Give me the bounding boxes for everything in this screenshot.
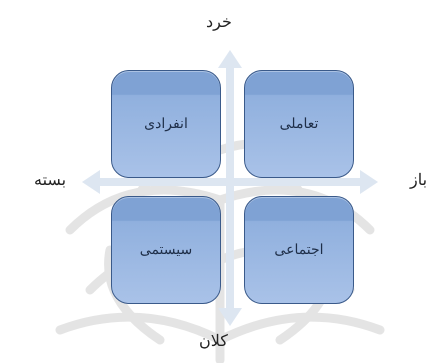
horizontal-axis-bar bbox=[96, 178, 364, 186]
axis-label-top: خرد bbox=[206, 12, 232, 31]
quadrant-label: اجتماعی bbox=[274, 242, 324, 258]
axis-label-right: باز bbox=[410, 170, 428, 189]
arrow-down-icon bbox=[218, 308, 242, 326]
quadrant-label: سیستمی bbox=[139, 242, 193, 258]
vertical-axis-bar bbox=[226, 66, 234, 312]
quadrant-label: تعاملی bbox=[279, 116, 319, 132]
axis-label-bottom: کلان bbox=[199, 331, 228, 350]
arrow-up-icon bbox=[218, 50, 242, 68]
arrow-left-icon bbox=[82, 170, 100, 194]
quadrant-top-left: انفرادی bbox=[111, 70, 221, 178]
quadrant-top-right: تعاملی bbox=[244, 70, 354, 178]
quadrant-bottom-left: سیستمی bbox=[111, 196, 221, 304]
axis-arrows bbox=[82, 50, 378, 326]
quadrant-bottom-right: اجتماعی bbox=[244, 196, 354, 304]
axis-label-left: بسته bbox=[34, 170, 67, 189]
arrow-right-icon bbox=[360, 170, 378, 194]
quadrant-label: انفرادی bbox=[144, 116, 188, 132]
